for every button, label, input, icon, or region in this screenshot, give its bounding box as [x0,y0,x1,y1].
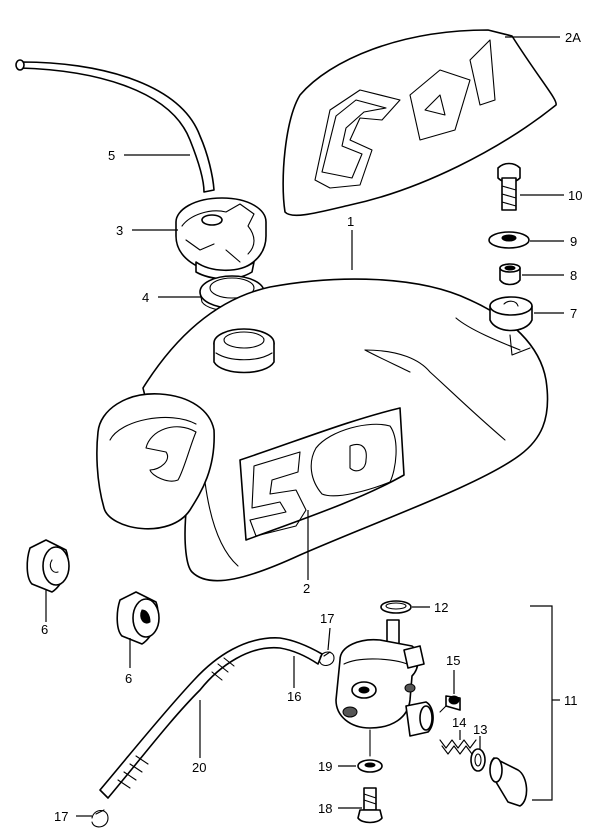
callout-11: 11 [564,693,578,708]
bolt-10 [497,162,521,211]
callout-17b: 17 [54,809,68,824]
callout-14: 14 [452,715,466,730]
fuel-cock-11 [335,619,434,757]
cushion-6a [26,539,70,593]
callout-9: 9 [570,234,577,249]
gasket-13 [470,748,486,772]
callout-19: 19 [318,759,332,774]
cushion-7 [489,296,533,332]
callout-16: 16 [287,689,301,704]
callout-2a: 2A [565,30,581,45]
callout-2: 2 [303,581,310,596]
cushion-6b [116,591,160,645]
callout-20: 20 [192,760,206,775]
callout-15: 15 [446,653,460,668]
spring-14 [439,739,477,755]
hose-clip-17a [319,651,335,667]
callout-12: 12 [434,600,448,615]
callout-5: 5 [108,148,115,163]
fuel-cap-3 [175,197,267,280]
o-ring-12 [380,600,412,614]
callout-13: 13 [473,722,487,737]
hose-clip-17b [91,809,109,828]
screw-15 [439,695,461,713]
washer-19 [357,759,383,773]
callout-6a: 6 [41,622,48,637]
vent-hose-5 [15,59,215,193]
bolt-18 [357,787,383,824]
fuel-tank-1 [96,278,549,582]
decal-sheet-2a [282,29,557,217]
callout-18: 18 [318,801,332,816]
callout-3: 3 [116,223,123,238]
callout-1: 1 [347,214,354,229]
cock-lever-11 [489,757,528,807]
collar-8 [499,263,521,286]
callout-17a: 17 [320,611,334,626]
washer-9 [488,231,530,249]
callout-8: 8 [570,268,577,283]
bracket-11 [530,605,553,801]
callout-7: 7 [570,306,577,321]
callout-6b: 6 [125,671,132,686]
callout-10: 10 [568,188,582,203]
callout-4: 4 [142,290,149,305]
fuel-hose-20 [99,637,323,799]
leader-17a [327,627,331,651]
